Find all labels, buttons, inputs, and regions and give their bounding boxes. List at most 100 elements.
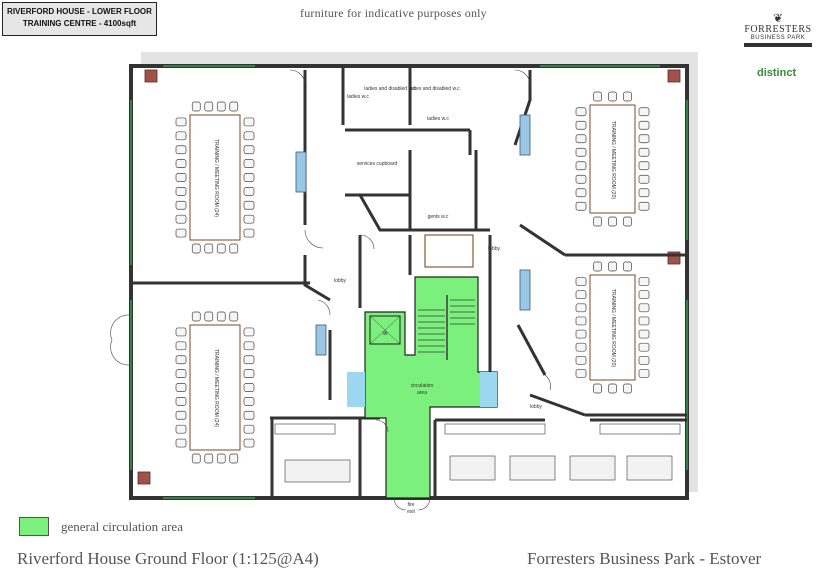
distinct-logo: distinct [757,67,797,79]
chair [204,453,214,464]
chair [575,303,587,313]
room-label-ladies-wc: ladies w.c [347,94,369,100]
chair [638,290,650,300]
drawing-caption-right: Forresters Business Park - Estover [527,549,762,568]
chair [175,214,187,224]
table-room-c [589,104,636,214]
chair [243,410,255,420]
chair [229,453,239,464]
chair [593,261,602,272]
training-tables [189,104,636,451]
chair [638,174,650,184]
chair [243,173,255,182]
drawing-caption-left: Riverford House Ground Floor (1:125@A4) [17,549,319,568]
chair [243,327,255,337]
chair [575,355,587,365]
brand-name: FORRESTERS [744,24,812,35]
chair [638,120,650,130]
room-label-ladies-wc-2: ladies w.c [427,116,449,122]
chair [243,355,255,365]
chair [638,107,650,117]
chair [575,174,587,184]
chair [575,134,587,144]
chair [243,187,255,196]
chair [638,303,650,313]
chair [575,369,587,378]
chair [229,243,239,254]
chair [608,216,617,227]
chair [638,316,650,326]
chair [608,383,617,394]
chair [575,290,587,300]
windows [130,65,688,499]
chair [593,91,602,102]
chair [191,453,201,464]
chair [191,101,201,112]
chair [575,316,587,326]
chair [575,120,587,130]
room-label-exit: exit [407,509,415,515]
chair [175,327,187,337]
room-label-training-c: TRAINING / MEETING ROOM (20) [610,121,616,199]
room-label-services-cupboard: services cupboard [357,161,398,167]
room-label-lobby-1: lobby [488,246,500,252]
chair [175,145,187,155]
chair [216,243,226,254]
room-label-gents-wc: gents w.c [428,214,449,220]
chair [175,200,187,210]
chair [175,159,187,168]
chair [243,424,255,434]
chair [623,91,632,102]
room-label-fire: fire [408,502,415,508]
chair [243,145,255,155]
table-room-b [189,324,241,451]
chair [575,329,587,339]
chair [638,201,650,211]
chair [229,311,239,322]
chair [175,173,187,182]
office-desks [284,455,673,483]
chair [638,277,650,286]
chair [243,438,255,448]
interior-walls [131,66,687,498]
chair [175,438,187,448]
chair [608,261,617,272]
chair [243,117,255,127]
room-label-ladies-disabled-2: ladies and disabled w.c [408,86,460,92]
room-label-ladies-disabled: ladies and disabled w.c [364,86,416,92]
room-label-training-b: TRAINING / MEETING ROOM (24) [213,349,219,427]
chairs [175,91,650,464]
chair [638,161,650,171]
chair [593,216,602,227]
chair [243,228,255,238]
forresters-logo: ❦ FORRESTERS BUSINESS PARK [738,12,818,47]
chair [638,355,650,365]
brand-bar [744,43,812,47]
chair [243,383,255,392]
chair [175,117,187,127]
drawing-title-line-1: RIVERFORD HOUSE - LOWER FLOOR [7,7,152,16]
room-label-circulation: circulation [411,383,434,389]
legend-label: general circulation area [61,519,183,534]
door-swings [110,69,551,511]
furniture-note: furniture for indicative purposes only [300,6,487,20]
table-room-d [589,274,636,381]
pillar [667,69,681,83]
chair [204,243,214,254]
room-label-lift: lift [383,331,389,337]
chair [638,134,650,144]
chair [243,214,255,224]
chair [575,188,587,198]
table-room-a [189,114,241,241]
chair [243,200,255,210]
drawing-title-block: RIVERFORD HOUSE - LOWER FLOOR TRAINING C… [2,2,157,36]
chair [229,101,239,112]
chair [623,383,632,394]
stairs [418,295,475,360]
chair [575,342,587,352]
chair [638,329,650,339]
chair [175,397,187,406]
chair [575,107,587,117]
drawing-title-line-2: TRAINING CENTRE - 4100sqft [22,19,137,28]
room-label-lobby-2: lobby [334,278,346,284]
